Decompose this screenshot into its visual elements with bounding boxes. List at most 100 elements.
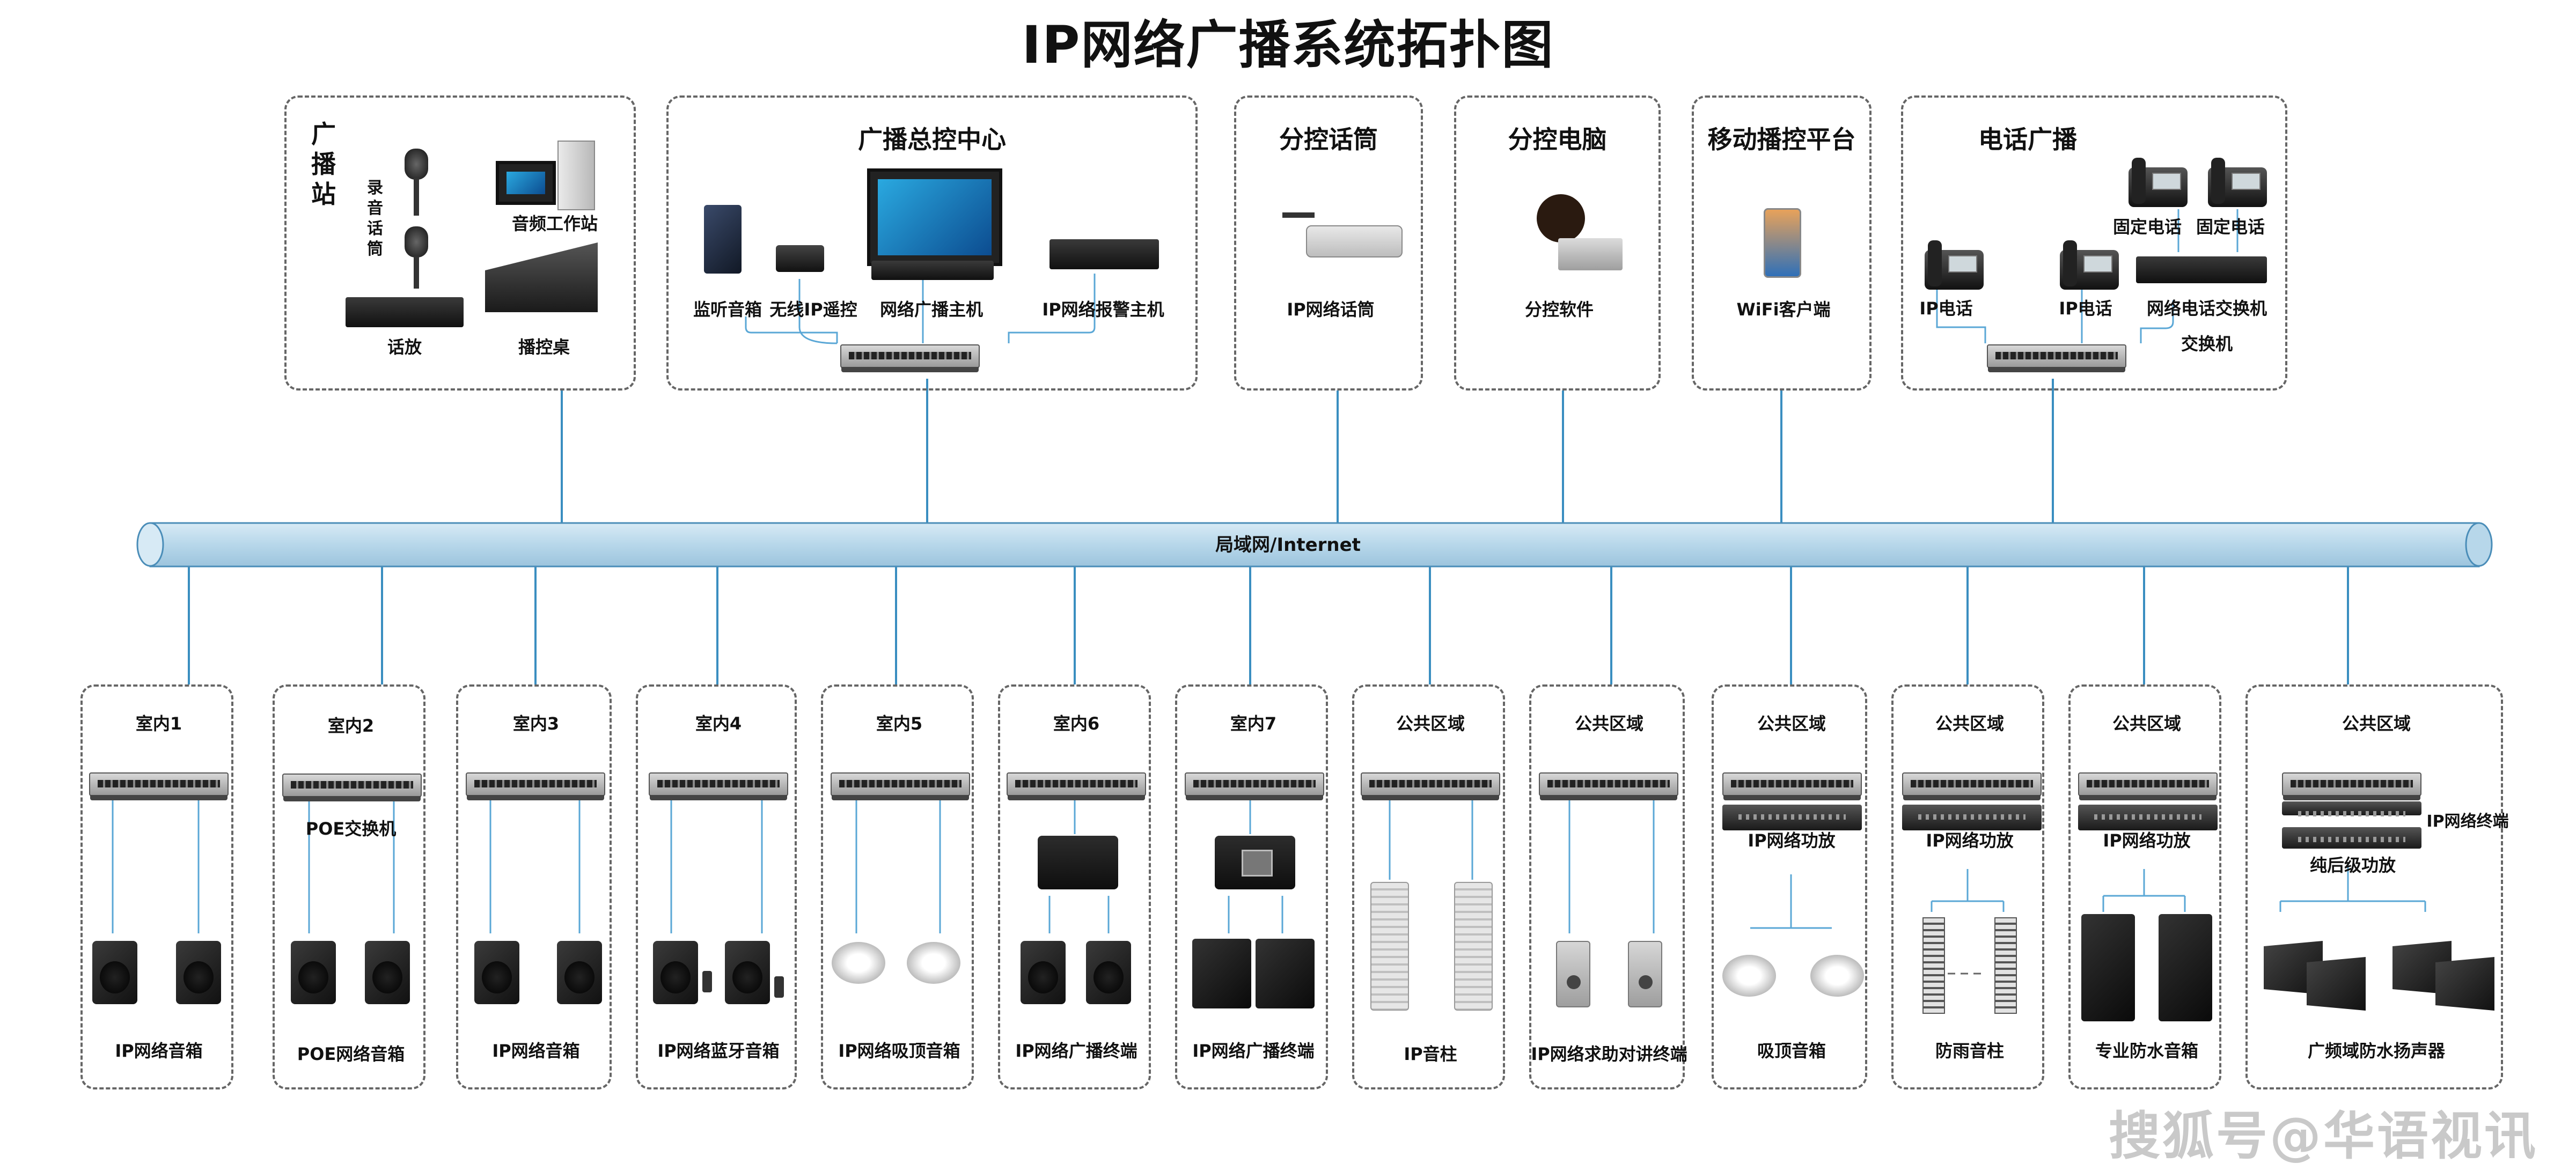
zone-caption: IP网络广播终端: [1015, 1041, 1137, 1061]
ip-phone-icon: [2060, 240, 2119, 290]
ceiling-speaker-icon: [1722, 955, 1776, 997]
broadcast-terminal-icon: [1038, 836, 1118, 889]
zone-caption: 广频域防水扬声器: [2307, 1041, 2446, 1061]
zone-indoor-4: 室内4 IP网络蓝牙音箱: [636, 684, 797, 1089]
broadcast-terminal-icon: [1215, 836, 1295, 889]
access-switch-icon: [2078, 772, 2218, 800]
access-switch-icon: [1902, 772, 2042, 800]
zone-caption: IP网络蓝牙音箱: [657, 1041, 780, 1061]
zone-caption: IP网络求助对讲终端: [1531, 1044, 1687, 1064]
ceiling-speaker-icon: [832, 942, 885, 984]
station-title-char: 广: [311, 120, 336, 149]
wireless-remote-icon: [776, 245, 824, 272]
network-amplifier-icon: [1902, 805, 2042, 830]
zone-title: 室内6: [1053, 713, 1100, 734]
horn-speaker-icon: [2435, 957, 2494, 1011]
amplifier-label: IP网络功放: [1748, 830, 1836, 851]
watermark-text: 搜狐号@华语视讯: [2109, 1106, 2538, 1166]
station-title: 广 播 站: [311, 119, 336, 209]
zone-title: 室内5: [876, 713, 923, 734]
broadcast-station-group: 广 播 站 录 音 话 筒 音频工作站 话放 播控桌: [284, 95, 636, 391]
ip-phone-label: IP电话: [1919, 298, 1973, 319]
fixed-phone-icon: [2208, 158, 2267, 207]
zone-title: 室内3: [512, 713, 560, 734]
ip-speaker-icon: [92, 941, 137, 1004]
zone-caption: 吸顶音箱: [1757, 1041, 1826, 1061]
bluetooth-speaker-icon: [653, 941, 698, 1004]
sub-pc-group: 分控电脑 分控软件: [1454, 95, 1661, 391]
talkback-label: 话放: [387, 337, 422, 357]
zone-caption: IP网络广播终端: [1192, 1041, 1315, 1061]
laptop-icon: [1558, 238, 1623, 270]
waterproof-speaker-icon: [2159, 914, 2212, 1021]
network-amplifier-icon: [2078, 805, 2218, 830]
microphone-icon: [405, 226, 428, 257]
console-desk-icon: [485, 242, 598, 312]
bluetooth-remote-icon: [702, 971, 712, 992]
sub-pc-label: 分控软件: [1524, 299, 1594, 320]
zone-public-waterproof: 公共区域 IP网络功放 专业防水音箱: [2068, 684, 2221, 1089]
zone-title: 公共区域: [1935, 713, 2005, 734]
bluetooth-speaker-icon: [725, 941, 770, 1004]
zone-caption: 专业防水音箱: [2095, 1041, 2199, 1061]
ceiling-speaker-icon: [907, 942, 960, 984]
zone-public-horn: 公共区域 IP网络终端 纯后级功放 广频域防水扬声器: [2245, 684, 2509, 1089]
ip-speaker-icon: [557, 941, 602, 1004]
zone-public-intercom: 公共区域 IP网络求助对讲终端: [1529, 684, 1687, 1089]
station-title-char: 站: [311, 180, 336, 209]
bluetooth-remote-icon: [774, 976, 784, 998]
mobile-platform-group: 移动播控平台 WiFi客户端: [1692, 95, 1872, 391]
phone-switch-label: 交换机: [2181, 334, 2233, 354]
sub-mic-label: IP网络话筒: [1287, 299, 1375, 320]
ip-phone-icon: [1925, 240, 1984, 290]
amplifier-label: IP网络功放: [2103, 830, 2191, 851]
mic-stand: [414, 256, 419, 289]
ip-speaker-icon: [1021, 941, 1066, 1004]
zone-title: 公共区域: [1574, 713, 1644, 734]
phone-gateway-icon: [2136, 256, 2267, 283]
microphone-icon: [405, 149, 428, 180]
ip-speaker-icon: [1086, 941, 1131, 1004]
zone-title: 公共区域: [1757, 713, 1826, 734]
sub-pc-title: 分控电脑: [1508, 125, 1607, 154]
help-intercom-icon: [1628, 941, 1662, 1007]
access-switch-icon: [831, 772, 970, 800]
phone-broadcast-group: 电话广播 固定电话 固定电话 IP电话 IP电话 网络电话交换机 交换机: [1901, 95, 2287, 391]
poe-speaker-icon: [365, 941, 410, 1004]
ip-column-speaker-icon: [1454, 882, 1493, 1011]
monitor-speaker-label: 监听音箱: [693, 299, 762, 320]
phone-switch-icon: [1987, 344, 2126, 372]
power-amplifier-icon: [2282, 827, 2421, 849]
recording-mic-label: 录 音 话 筒: [367, 179, 383, 259]
access-switch-icon: [1185, 772, 1324, 800]
zone-title: 室内4: [695, 713, 742, 734]
operator-icon: [1537, 194, 1585, 242]
zone-title: 公共区域: [2342, 713, 2411, 734]
wall-speaker-icon: [1192, 939, 1251, 1008]
poe-speaker-icon: [291, 941, 336, 1004]
access-switch-icon: [2282, 772, 2421, 800]
zone-caption: POE网络音箱: [297, 1044, 405, 1064]
host-label: 网络广播主机: [879, 299, 984, 320]
ip-phone-label: IP电话: [2059, 298, 2112, 319]
amplifier-label: IP网络功放: [1926, 830, 2014, 851]
core-switch-icon: [840, 344, 980, 372]
fixed-phone-label: 固定电话: [2112, 217, 2182, 237]
access-switch-icon: [1722, 772, 1862, 800]
poe-switch-icon: [282, 774, 422, 801]
workstation-label: 音频工作站: [511, 213, 598, 234]
rainproof-column-icon: [1994, 917, 2017, 1014]
access-switch-icon: [1539, 772, 1678, 800]
ceiling-speaker-icon: [1810, 955, 1864, 997]
zone-title: 公共区域: [2112, 713, 2182, 734]
alarm-host-icon: [1050, 239, 1159, 269]
control-center-title: 广播总控中心: [858, 125, 1006, 154]
station-title-char: 播: [311, 150, 336, 179]
wireless-remote-label: 无线IP遥控: [769, 299, 857, 320]
alarm-host-label: IP网络报警主机: [1042, 299, 1164, 320]
help-intercom-icon: [1556, 941, 1590, 1007]
zone-title: 室内7: [1230, 713, 1277, 734]
network-terminal-icon: [2282, 801, 2421, 816]
mobile-client-label: WiFi客户端: [1736, 299, 1831, 320]
